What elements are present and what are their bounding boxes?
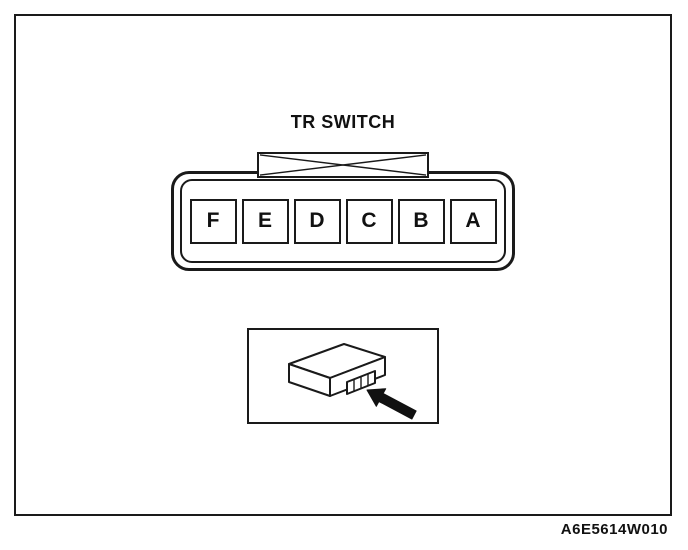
- figure-frame: TR SWITCH F E D C B A: [14, 14, 672, 516]
- lock-tab-cross-icon: [259, 154, 427, 176]
- pin-f: F: [189, 198, 237, 244]
- pin-b: B: [397, 198, 445, 244]
- pin-row: F E D C B A: [189, 198, 497, 244]
- pointer-arrow-icon: [366, 388, 417, 420]
- figure-title: TR SWITCH: [290, 112, 396, 132]
- pin-a: A: [449, 198, 497, 244]
- figure-code: A6E5614W010: [560, 521, 668, 538]
- relay-illustration: [288, 343, 417, 420]
- pin-c: C: [345, 198, 393, 244]
- connector-lock-tab: [257, 152, 429, 178]
- connector-housing-inner: F E D C B A: [180, 179, 506, 263]
- component-location-box: [247, 328, 439, 424]
- pin-d: D: [293, 198, 341, 244]
- relay-right-face: [329, 356, 386, 397]
- tr-switch-connector: F E D C B A: [171, 152, 515, 271]
- pin-e: E: [241, 198, 289, 244]
- connector-housing-outer: F E D C B A: [171, 171, 515, 271]
